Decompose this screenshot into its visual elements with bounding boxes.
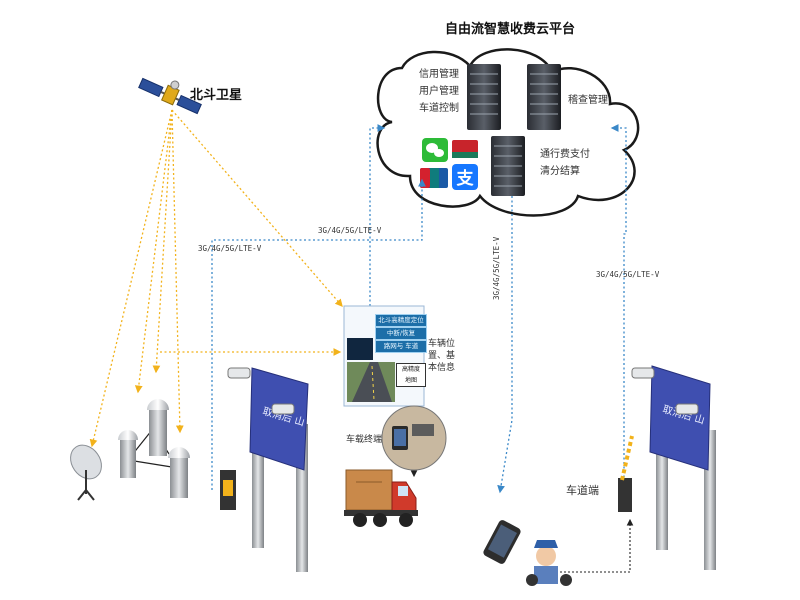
link-panel-to-cloud xyxy=(369,124,386,306)
cloud-bottom-services: 通行费支付 清分结算 xyxy=(540,146,590,180)
satellite-dish-icon xyxy=(70,444,102,501)
side-text-line-3: 本信息 xyxy=(428,363,456,373)
inspector-officer-icon xyxy=(526,540,572,586)
service-credit-management: 信用管理 xyxy=(419,69,459,80)
cloud-platform-title: 自由流智慧收费云平台 xyxy=(445,22,576,37)
camera-icon xyxy=(227,367,251,379)
link-cloud-to-inspector xyxy=(497,196,513,494)
toll-gantry-left: 取消后 山 xyxy=(220,367,309,572)
alipay-glyph: 支 xyxy=(457,168,475,189)
wechat-pay-icon xyxy=(422,138,448,162)
satellite-links xyxy=(89,109,343,448)
camera-icon xyxy=(271,403,295,415)
hd-map-line-1: 高精度 xyxy=(401,366,420,373)
cors-reference-station-icon xyxy=(118,399,190,498)
network-label-top: 3G/4G/5G/LTE-V xyxy=(318,226,382,235)
service-audit-management: 稽查管理 xyxy=(568,95,608,106)
truck-icon xyxy=(344,469,418,527)
service-clearing-settlement: 清分结算 xyxy=(540,166,580,177)
service-lane-control: 车道控制 xyxy=(419,103,459,114)
beidou-satellite-icon xyxy=(138,77,202,115)
side-text-line-2: 置、基 xyxy=(428,351,456,361)
lane-controller-icon xyxy=(618,478,632,512)
side-text-line-1: 车辆位 xyxy=(428,339,456,349)
cloud-left-services: 信用管理 用户管理 车道控制 xyxy=(419,66,459,117)
network-label-left: 3G/4G/5G/LTE-V xyxy=(198,244,262,253)
camera-icon xyxy=(675,403,699,415)
alipay-icon: 支 xyxy=(452,164,478,190)
service-toll-payment: 通行费支付 xyxy=(540,149,590,160)
link-lane-to-cloud xyxy=(610,124,627,482)
camera-icon xyxy=(631,367,655,379)
panel-row-status: 中断/恢复 xyxy=(375,327,427,340)
mobile-phone-icon xyxy=(483,520,521,564)
network-label-middle: 3G/4G/5G/LTE-V xyxy=(492,236,501,300)
toll-gantry-right: 取消后 山 xyxy=(618,365,716,570)
barrier-arm xyxy=(620,435,634,481)
panel-side-text: 车辆位 置、基 本信息 xyxy=(428,338,455,374)
hd-map-box: 高精度 地图 xyxy=(396,363,426,387)
vehicle-terminal-icon xyxy=(381,405,447,471)
satellite-label: 北斗卫星 xyxy=(190,88,243,103)
lane-end-label: 车道端 xyxy=(566,484,599,497)
server-rack-icon xyxy=(491,136,525,196)
service-user-management: 用户管理 xyxy=(419,86,459,97)
unionpay-icon xyxy=(420,168,448,188)
server-rack-icon xyxy=(527,64,561,130)
panel-row-road: 路网与 车道 xyxy=(375,340,427,353)
cloud-platform: 支 xyxy=(376,48,640,217)
bank-card-icon xyxy=(452,140,478,158)
hd-map-line-2: 地图 xyxy=(404,377,417,384)
server-rack-icon xyxy=(467,64,501,130)
network-label-right: 3G/4G/5G/LTE-V xyxy=(596,270,660,279)
vehicle-terminal-label: 车载终端 xyxy=(346,435,383,445)
panel-row-beidou: 北斗高精度定位 xyxy=(375,314,427,327)
network-links xyxy=(211,124,627,494)
